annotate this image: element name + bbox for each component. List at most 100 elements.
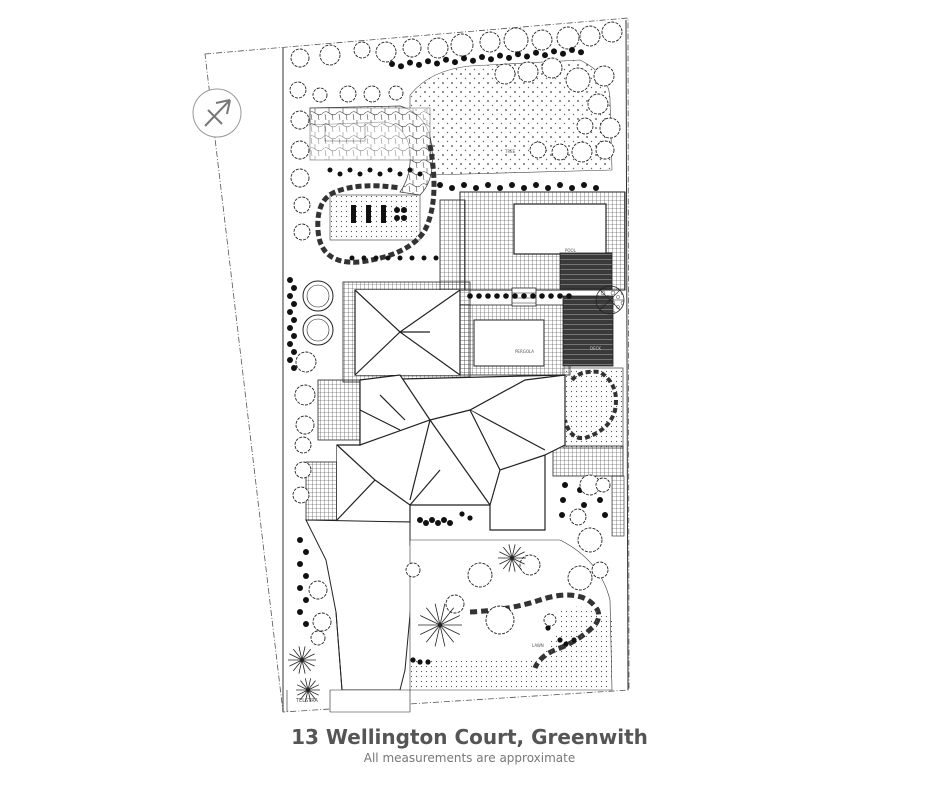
shrub bbox=[291, 317, 297, 323]
shrub bbox=[542, 52, 548, 59]
house-roof bbox=[336, 289, 566, 531]
palm-plant bbox=[418, 603, 462, 647]
shrub bbox=[407, 59, 413, 66]
tree-canopy bbox=[541, 57, 563, 79]
tree-canopy bbox=[519, 554, 541, 576]
tree-canopy bbox=[353, 41, 371, 59]
shrub bbox=[337, 171, 343, 177]
shrub bbox=[545, 625, 551, 631]
shrub bbox=[467, 515, 473, 521]
shrub bbox=[560, 497, 566, 503]
shrub bbox=[506, 54, 512, 61]
shrub bbox=[434, 60, 440, 67]
shrub bbox=[503, 293, 509, 299]
tree-canopy bbox=[294, 384, 316, 406]
shrub bbox=[303, 621, 309, 627]
shrub bbox=[488, 56, 494, 63]
driveway bbox=[305, 519, 416, 691]
tree-canopy bbox=[591, 561, 609, 579]
tree-canopy bbox=[294, 461, 312, 479]
shrub bbox=[473, 185, 479, 191]
shrub bbox=[291, 365, 297, 371]
disclaimer-text: All measurements are approximate bbox=[363, 751, 576, 765]
shrub bbox=[581, 502, 587, 508]
tree-canopy bbox=[571, 141, 593, 163]
tree-canopy bbox=[290, 140, 310, 160]
shrub bbox=[512, 293, 518, 299]
tree-canopy bbox=[295, 351, 317, 373]
lawn-label: LAWN bbox=[532, 643, 544, 648]
water-tank-1 bbox=[302, 280, 334, 312]
tree-canopy bbox=[427, 37, 449, 59]
water-tank-2 bbox=[302, 314, 334, 346]
shrub bbox=[297, 561, 303, 567]
shrub bbox=[452, 59, 458, 66]
shrub bbox=[557, 637, 563, 643]
shrub bbox=[417, 171, 423, 177]
pergola-label: PERGOLA bbox=[515, 349, 534, 354]
tree-canopy bbox=[293, 223, 311, 241]
tree-canopy bbox=[601, 21, 623, 43]
tree-canopy bbox=[579, 25, 601, 47]
tree-canopy bbox=[290, 110, 310, 130]
shrub bbox=[441, 517, 447, 523]
shrub bbox=[423, 520, 429, 526]
shrub bbox=[566, 293, 572, 299]
shrub bbox=[521, 293, 527, 299]
shrub bbox=[461, 182, 467, 188]
shrub bbox=[361, 255, 367, 261]
shrub bbox=[291, 285, 297, 291]
telstra-label: TELSTRA bbox=[295, 698, 318, 704]
shrub bbox=[485, 182, 491, 188]
side-boundary-right bbox=[625, 19, 629, 691]
shrub bbox=[397, 171, 403, 177]
water-tank-2-inner bbox=[306, 318, 330, 342]
tree-label: TREE bbox=[504, 149, 516, 154]
shrub bbox=[287, 325, 293, 331]
shrub bbox=[509, 182, 515, 188]
shrub bbox=[367, 167, 373, 173]
shrub bbox=[407, 167, 413, 173]
shrub bbox=[303, 549, 309, 555]
tree-canopy bbox=[551, 143, 569, 161]
pool-deck bbox=[559, 252, 613, 290]
tree-canopy bbox=[450, 33, 474, 57]
shrub bbox=[560, 50, 566, 57]
front-garden-bed-dots bbox=[540, 606, 612, 680]
shrub bbox=[416, 61, 422, 68]
tree-canopy bbox=[543, 613, 557, 627]
shrub bbox=[303, 573, 309, 579]
herb-plants bbox=[351, 205, 407, 223]
shrub bbox=[497, 185, 503, 191]
tree-canopy bbox=[363, 85, 381, 103]
shrub bbox=[287, 309, 293, 315]
deck-label: DECK bbox=[590, 346, 601, 351]
shrub bbox=[557, 293, 563, 299]
shrub bbox=[297, 537, 303, 543]
shrub bbox=[545, 185, 551, 191]
shrub bbox=[425, 58, 431, 65]
shrub bbox=[548, 293, 554, 299]
tree-canopy bbox=[319, 44, 341, 66]
side-tiles bbox=[317, 379, 364, 441]
shrub bbox=[327, 167, 333, 173]
tree-canopy bbox=[467, 562, 493, 588]
shrub bbox=[297, 585, 303, 591]
shrub bbox=[515, 51, 521, 58]
shrub bbox=[385, 255, 391, 261]
tree-canopy bbox=[375, 41, 397, 63]
vegetation bbox=[287, 21, 623, 702]
north-arrow-icon bbox=[192, 88, 242, 138]
tree-canopy bbox=[599, 117, 621, 139]
tree-canopy bbox=[531, 29, 553, 51]
tree-canopy bbox=[292, 486, 310, 504]
palm-plant bbox=[288, 646, 316, 674]
shrub bbox=[291, 301, 297, 307]
shrub bbox=[398, 63, 404, 70]
tree-canopy bbox=[308, 580, 328, 600]
shrub bbox=[539, 293, 545, 299]
shrub bbox=[357, 171, 363, 177]
shrub bbox=[459, 511, 465, 517]
shrub bbox=[476, 293, 482, 299]
